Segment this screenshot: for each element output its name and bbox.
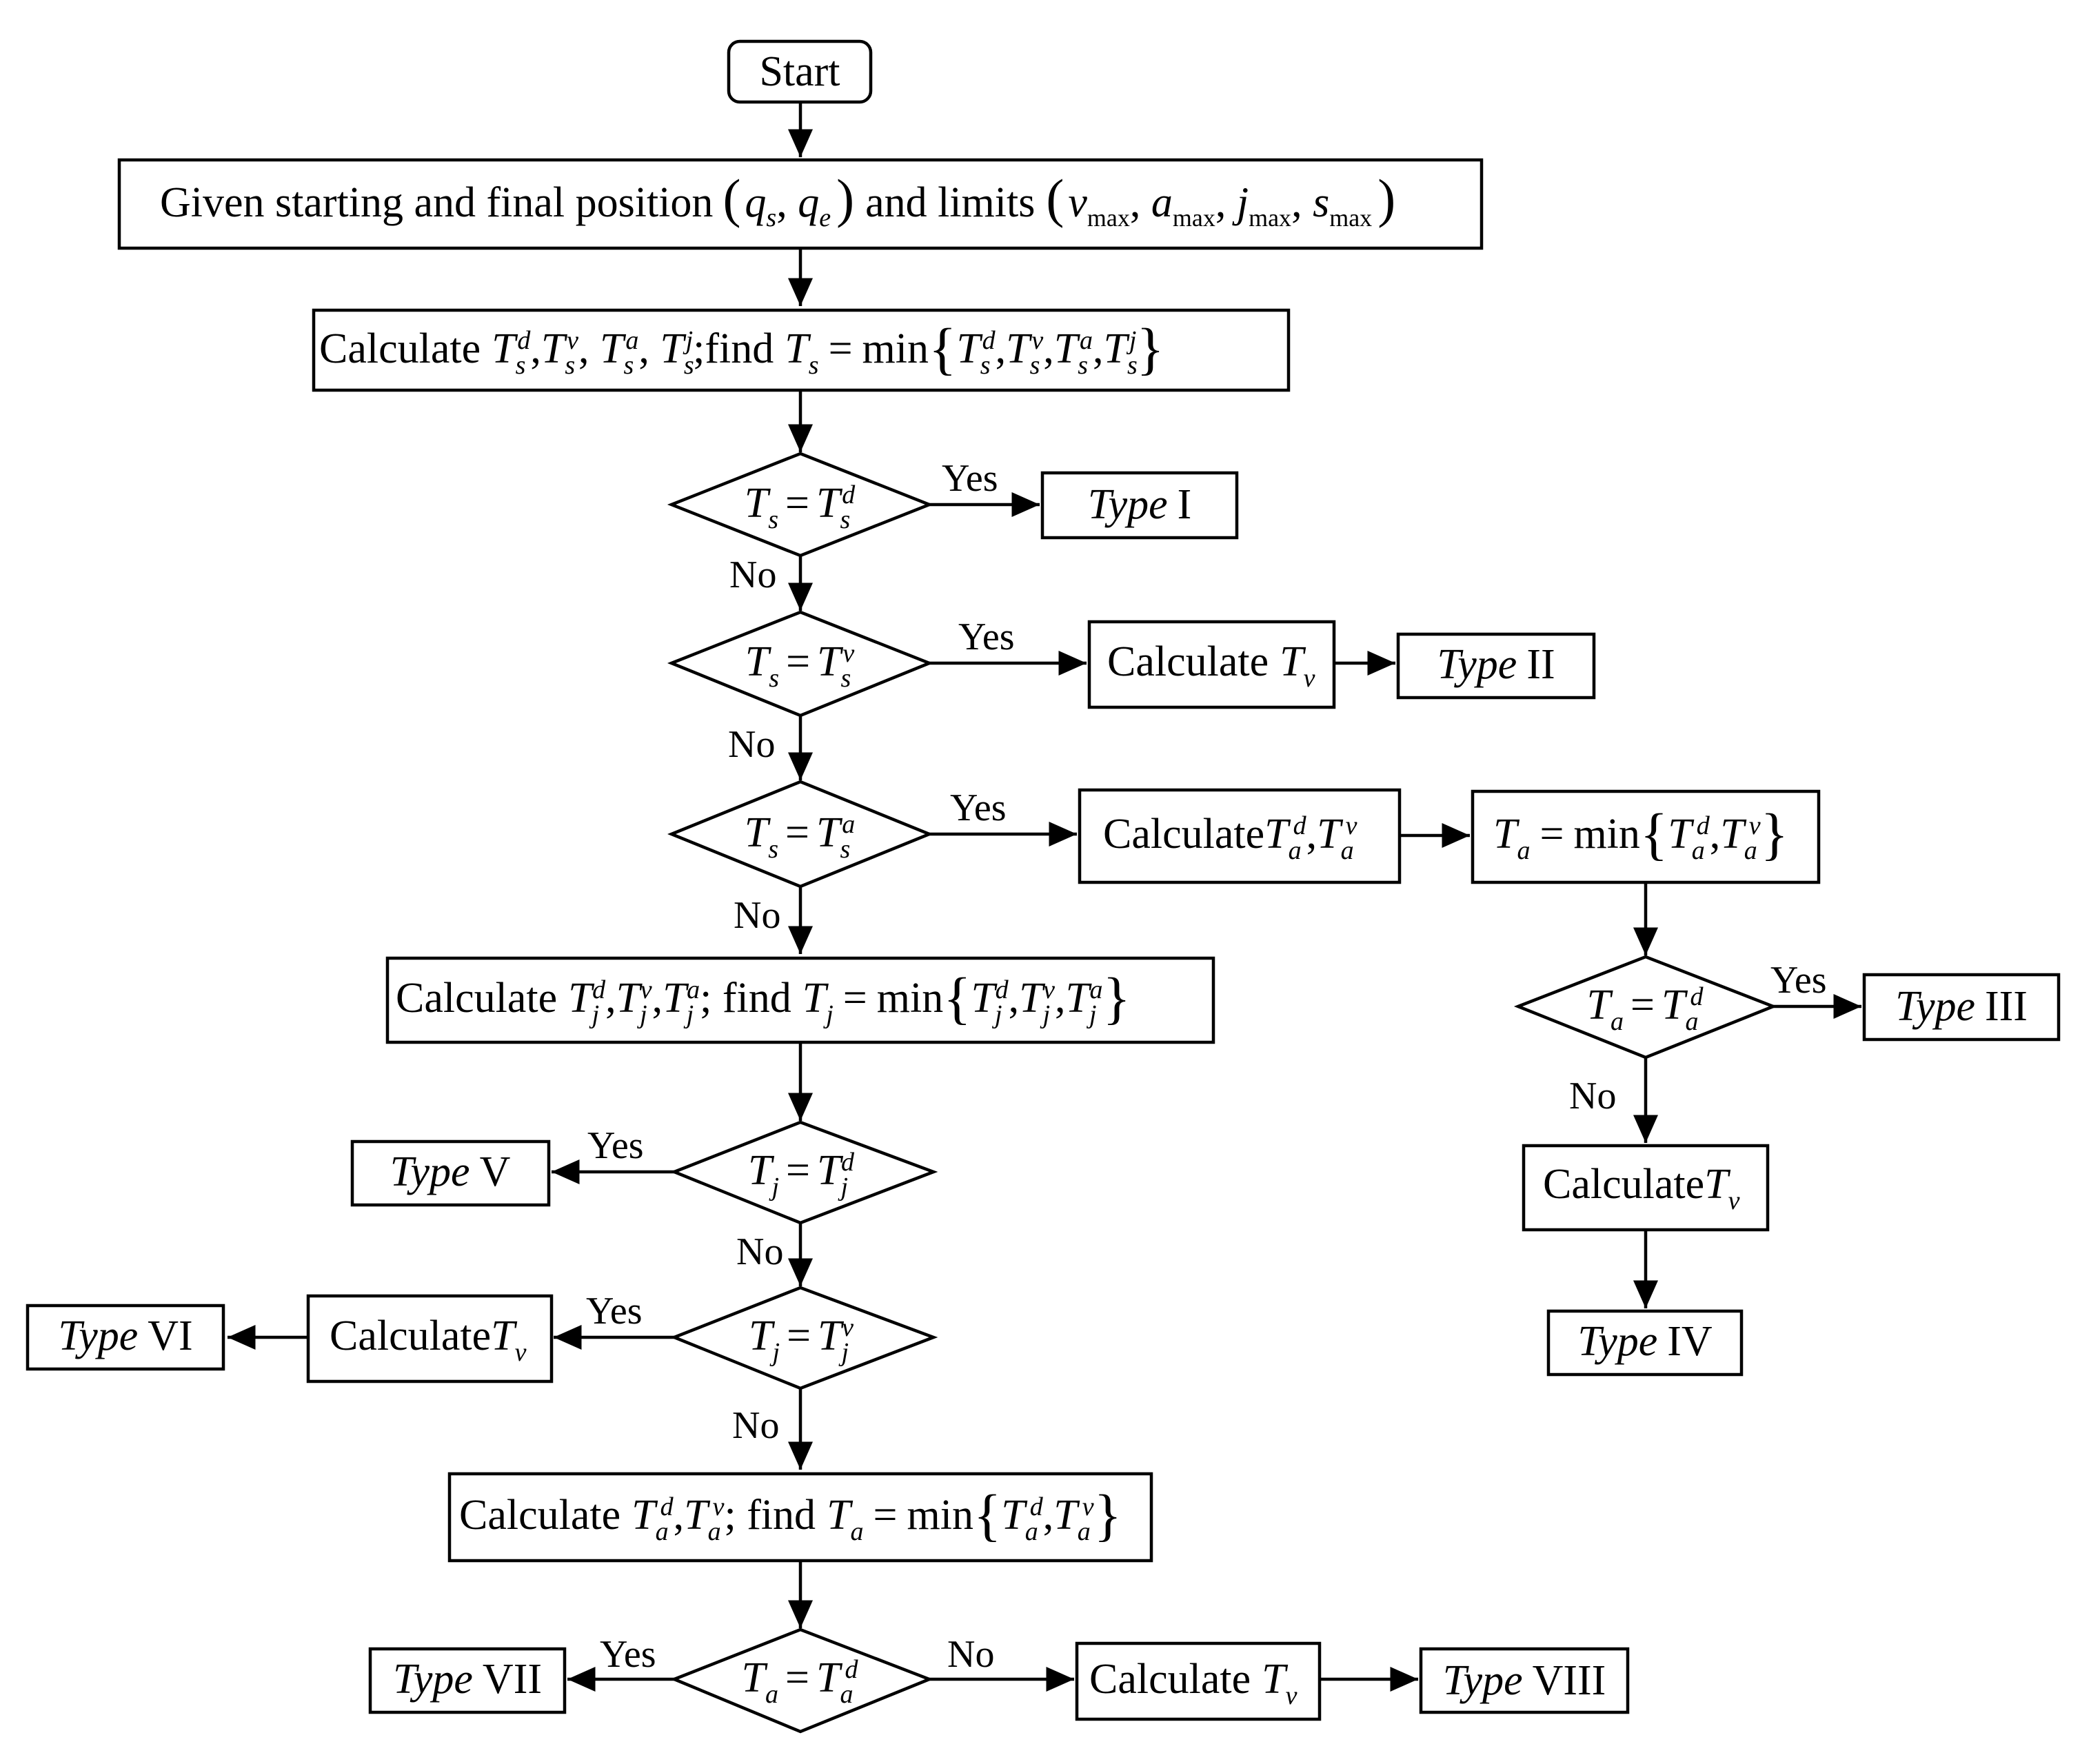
edge-labels: Yes No Yes No Yes No Yes No Yes No Yes N… — [586, 457, 1826, 1676]
svg-text:Tj=Tjv: Tj=Tjv — [749, 1312, 854, 1367]
label-no-d7: No — [947, 1633, 994, 1676]
decision-ts-eq-tsd: Ts=Tsd — [667, 452, 934, 558]
start-label: Start — [759, 48, 840, 95]
ta-min-node: Ta=min{Tad,Tav} — [1471, 789, 1821, 884]
label-no-d2: No — [728, 723, 775, 766]
label-no-d5: No — [736, 1230, 783, 1273]
label-yes-d1: Yes — [942, 457, 998, 500]
svg-text:Ta=Tad: Ta=Tad — [1587, 982, 1704, 1036]
label-no-d6: No — [732, 1404, 779, 1447]
label-no-d1: No — [729, 554, 776, 596]
decision-ts-eq-tsa: Ts=Tsa — [667, 780, 933, 889]
svg-text:CalculateTv: CalculateTv — [1089, 1656, 1298, 1710]
svg-text:Ta=min{Tad,Tav}: Ta=min{Tad,Tav} — [1493, 802, 1788, 866]
label-no-d3: No — [734, 894, 780, 937]
label-no-d4: No — [1569, 1075, 1616, 1117]
svg-text:Ta=Tad: Ta=Tad — [742, 1654, 859, 1709]
svg-text:CalculateTv: CalculateTv — [1543, 1161, 1740, 1215]
label-yes-d3: Yes — [950, 787, 1006, 829]
decision-ta-eq-tad-right: Ta=Tad — [1513, 955, 1778, 1060]
calc-tv-node-3: CalculateTv — [306, 1294, 554, 1383]
svg-text:CalculateTad,Tav: CalculateTad,Tav — [1103, 811, 1357, 865]
decision-ta-eq-tad-bottom: Ta=Tad — [669, 1628, 934, 1734]
decision-tj-eq-tjd: Tj=Tjd — [669, 1120, 938, 1225]
svg-text:CalculateTv: CalculateTv — [1107, 638, 1315, 693]
given-label: Given starting and final position(qs, qe… — [160, 168, 1395, 232]
given-node: Given starting and final position(qs, qe… — [117, 158, 1484, 250]
label-yes-d7: Yes — [600, 1633, 656, 1676]
svg-text:Ts=Tsv: Ts=Tsv — [745, 638, 855, 693]
decision-tj-eq-tjv: Tj=Tjv — [669, 1286, 938, 1390]
svg-text:Ts=Tsa: Ts=Tsa — [745, 809, 856, 864]
svg-text:CalculateTv: CalculateTv — [330, 1312, 527, 1367]
label-yes-d6: Yes — [586, 1290, 642, 1332]
calc-tad-tav-node: CalculateTad,Tav — [1078, 788, 1402, 884]
start-node: Start — [727, 39, 873, 104]
edges — [228, 102, 1861, 1692]
svg-text:Ts=Tsd: Ts=Tsd — [745, 480, 856, 534]
label-yes-d4: Yes — [1770, 959, 1826, 1002]
label-yes-d5: Yes — [587, 1124, 643, 1167]
svg-text:Tj=Tjd: Tj=Tjd — [748, 1147, 855, 1202]
decision-ts-eq-tsv: Ts=Tsv — [667, 610, 934, 718]
label-yes-d2: Yes — [958, 616, 1014, 658]
calc-tv-node-2: CalculateTv — [1522, 1144, 1770, 1232]
